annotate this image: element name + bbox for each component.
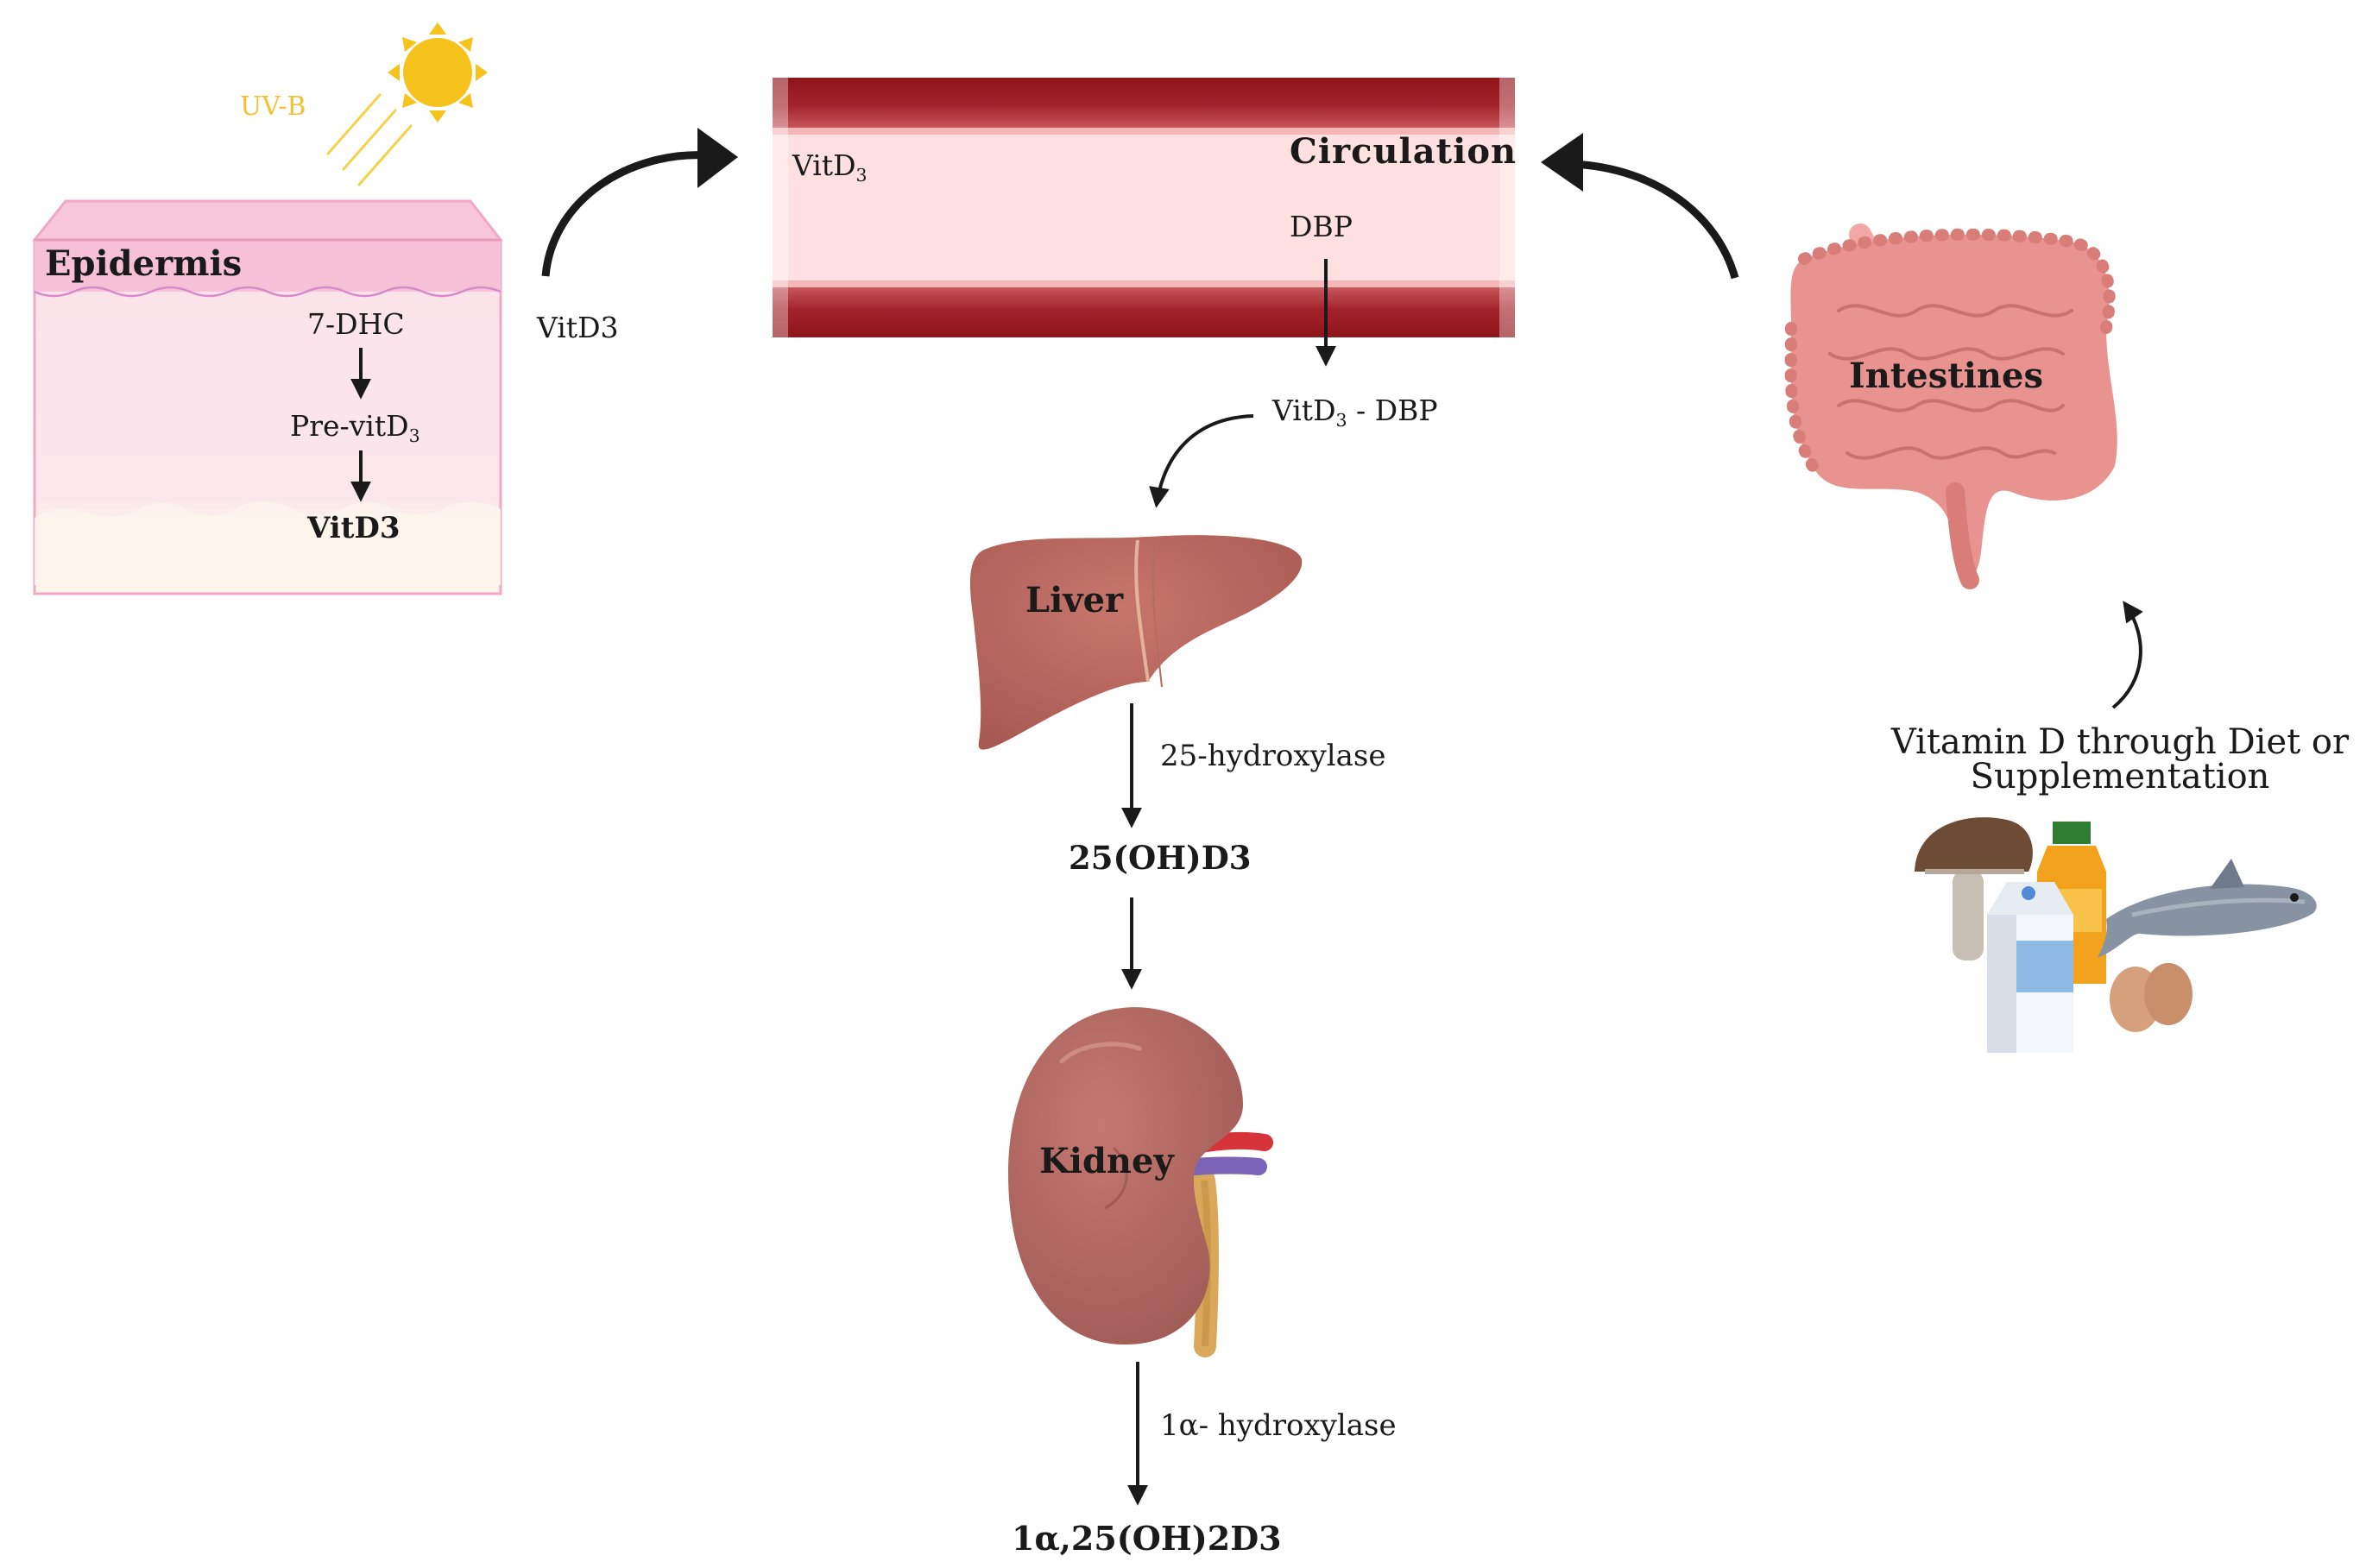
milk-carton-icon <box>1987 882 2073 1053</box>
arrow-skin-to-circulation <box>541 128 738 277</box>
arrow-intestines-to-circulation <box>1541 133 1739 280</box>
arrow-complex-to-liver <box>1149 414 1254 508</box>
pre-vitd3-subscript: 3 <box>408 425 420 447</box>
mushroom-icon <box>1915 817 2033 960</box>
arrow-diet-to-intestines <box>2111 601 2143 709</box>
epidermis-label: Epidermis <box>45 243 243 284</box>
dbp-label: DBP <box>1290 210 1353 243</box>
fish-icon <box>2098 859 2317 958</box>
vessel-vitd3-label: VitD3 <box>792 148 868 186</box>
7-dhc-label: 7-DHC <box>307 307 405 341</box>
skin-to-blood-vitd3-label: VitD3 <box>537 311 619 344</box>
25-hydroxylase-label: 25-hydroxylase <box>1160 739 1386 773</box>
food-items-illustration <box>1915 817 2317 1053</box>
kidney-label: Kidney <box>1039 1141 1174 1181</box>
sun-icon <box>388 22 488 123</box>
vessel-vitd3-subscript: 3 <box>855 165 868 186</box>
intestines-label: Intestines <box>1849 356 2043 396</box>
liver-illustration <box>969 535 1303 750</box>
pre-vitd3-label: Pre-vitD3 <box>290 409 420 446</box>
liver-label: Liver <box>1025 580 1124 620</box>
pre-vitd3-main: Pre-vitD <box>290 409 409 443</box>
vessel-vitd3-main: VitD <box>792 148 856 182</box>
skin-vitd3-label: VitD3 <box>307 511 401 545</box>
epidermis-block <box>31 199 504 595</box>
eggs-icon <box>2110 963 2192 1032</box>
1alpha-hydroxylase-label: 1α- hydroxylase <box>1160 1408 1397 1443</box>
uv-b-label: UV-B <box>240 91 306 122</box>
complex-suffix: - DBP <box>1347 394 1438 427</box>
complex-subscript: 3 <box>1335 410 1347 431</box>
vitd3-dbp-complex-label: VitD3 - DBP <box>1272 394 1438 431</box>
complex-main: VitD <box>1272 394 1336 427</box>
uv-rays <box>326 93 413 186</box>
blood-vessel <box>773 78 1515 337</box>
circulation-label: Circulation <box>1290 131 1517 172</box>
intestines-illustration <box>1784 224 2117 589</box>
diet-label: Vitamin D through Diet or Supplementatio… <box>1878 725 2362 794</box>
diet-label-line-1: Vitamin D through Diet or <box>1890 722 2350 762</box>
calcitriol-label: 1α,25(OH)2D3 <box>1012 1519 1282 1558</box>
diet-label-line-2: Supplementation <box>1970 757 2270 797</box>
kidney-illustration <box>1008 1007 1273 1357</box>
25ohd3-label: 25(OH)D3 <box>1069 839 1252 877</box>
